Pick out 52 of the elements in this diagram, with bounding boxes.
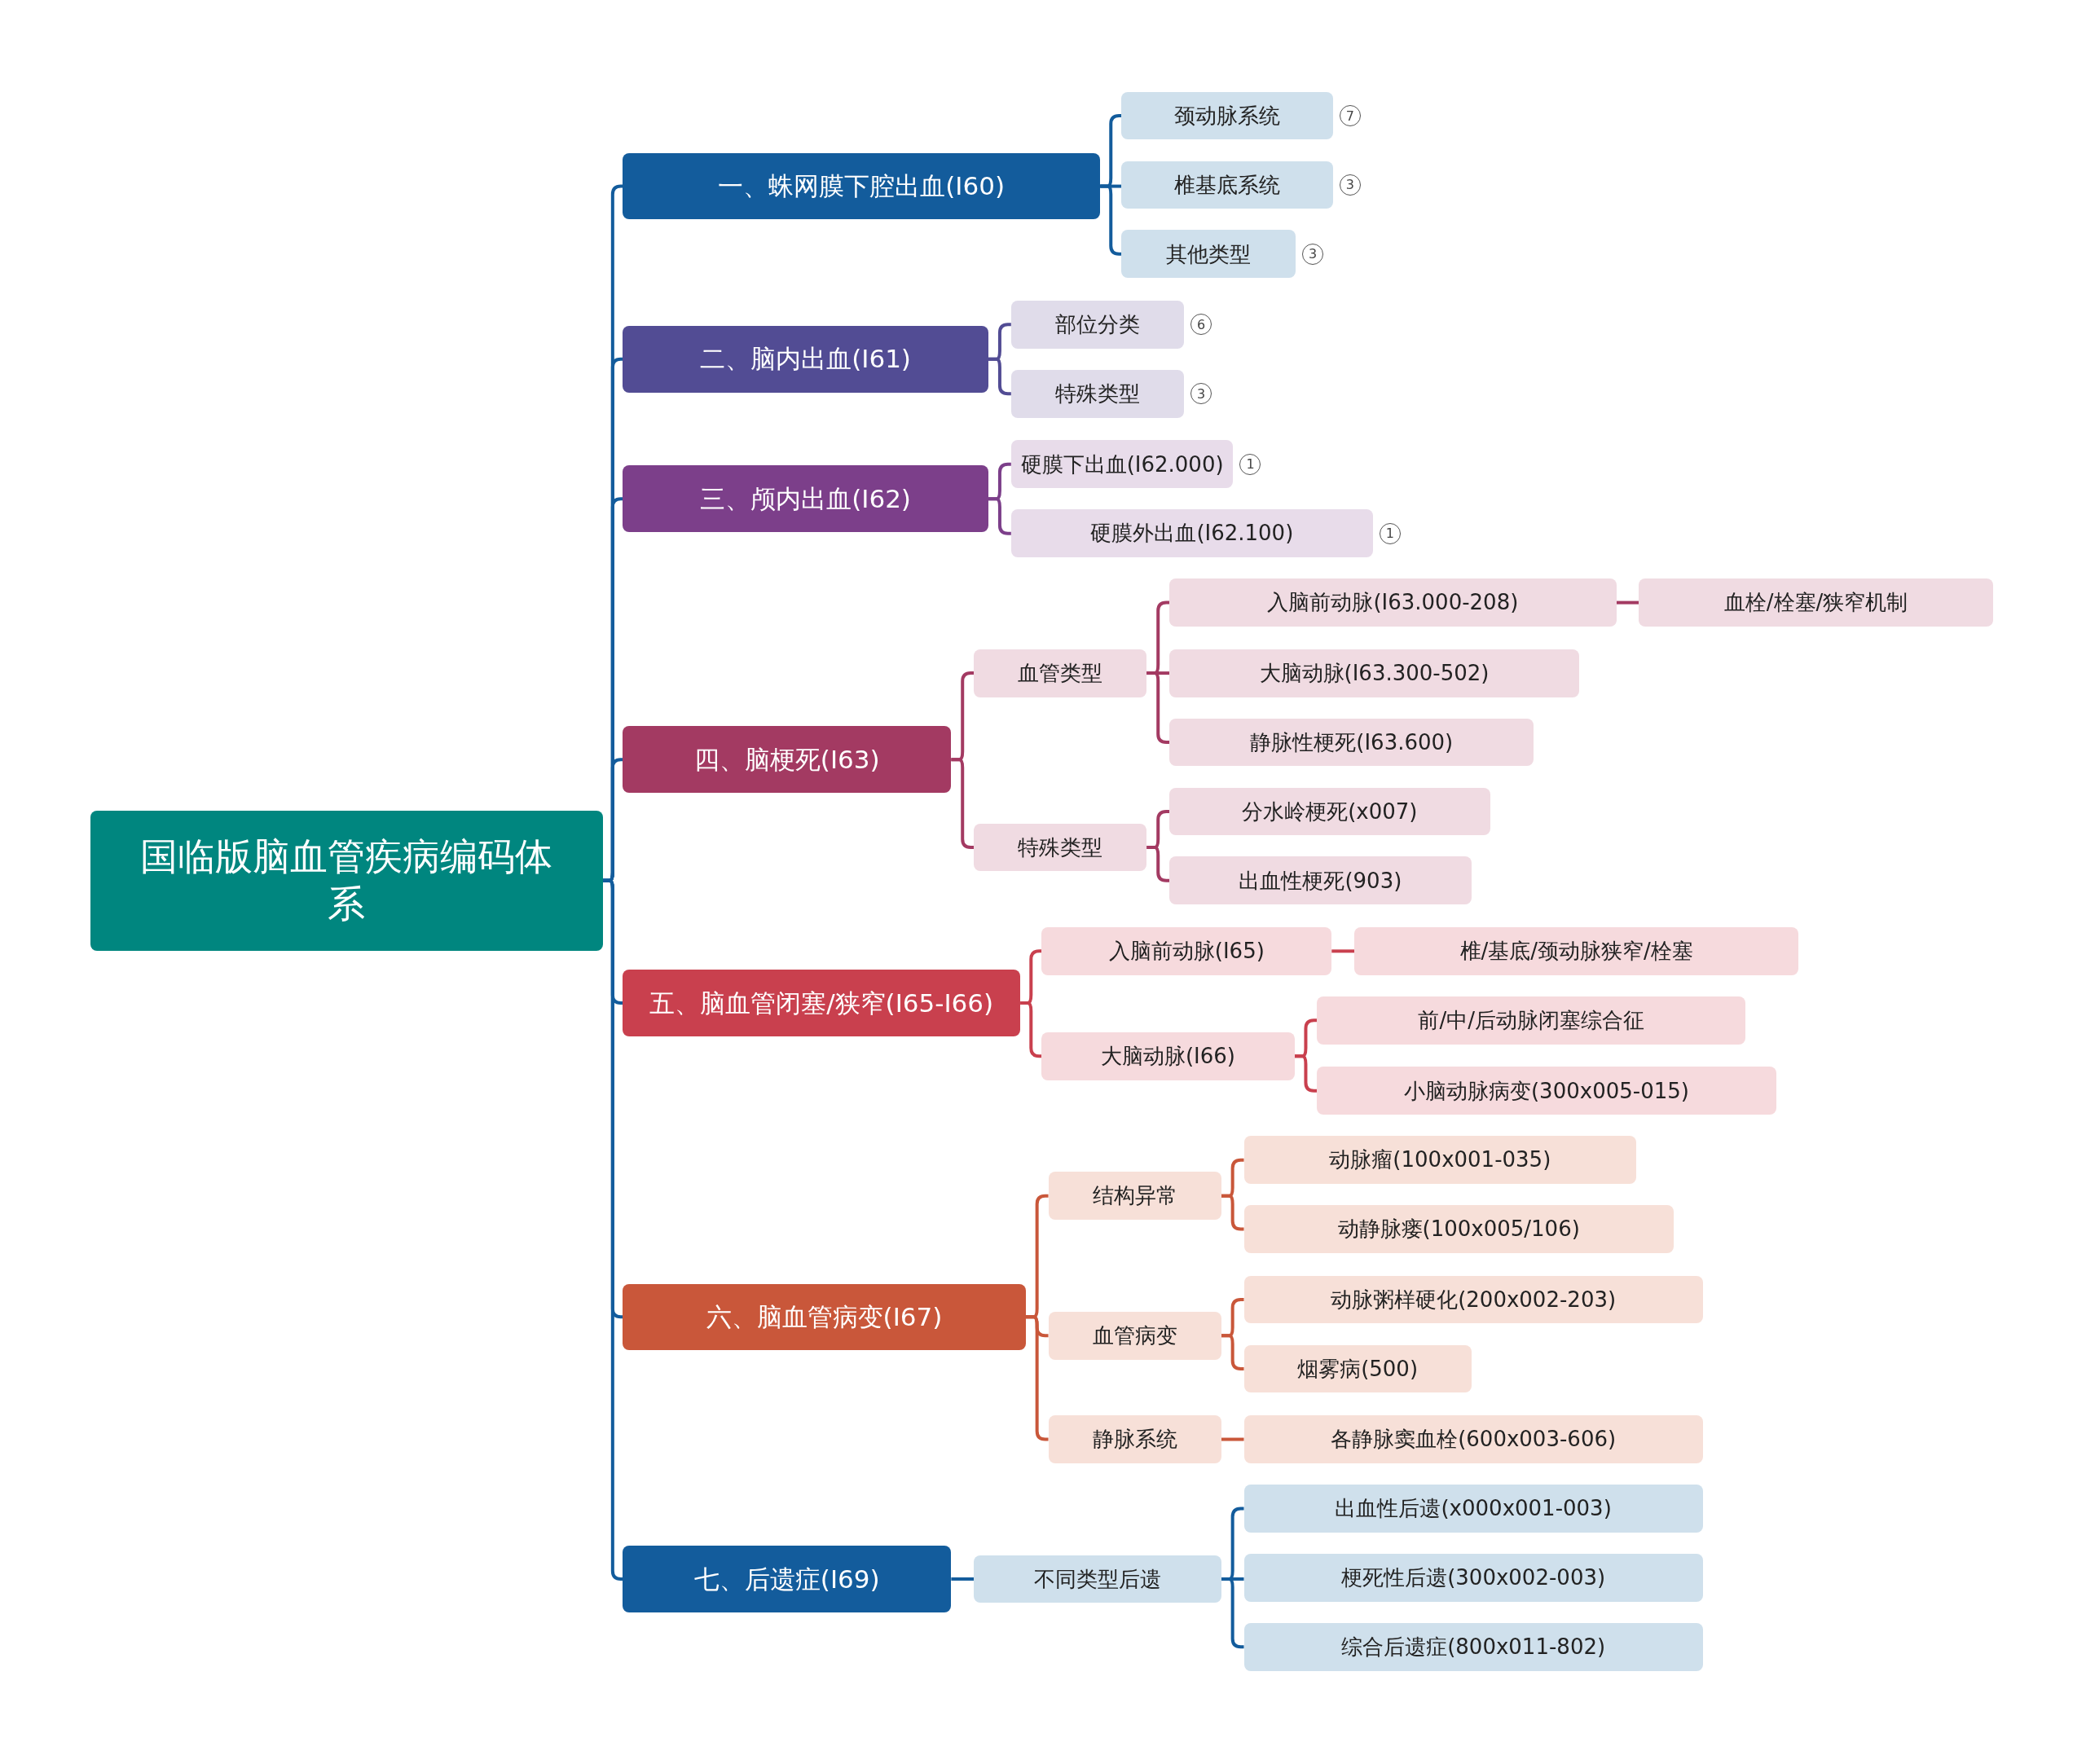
subtopic-box: 特殊类型 [1010,369,1185,418]
subtopic-box: 前/中/后动脉闭塞综合征 [1317,996,1745,1045]
subtopic-box: 分水岭梗死(x007) [1169,787,1490,836]
subtopic-box: 硬膜外出血(I62.100) [1010,509,1373,558]
root-topic-box: 国临版脑血管疾病编码体系 [90,811,603,951]
subtopic-box: 硬膜下出血(I62.000) [1010,440,1234,489]
main-topic-box: 七、后遗症(I69) [623,1546,952,1612]
subtopic-box: 颈动脉系统 [1121,91,1333,140]
subtopic-box: 特殊类型 [974,823,1147,872]
connector-line [602,878,623,1581]
subtopic-box: 结构异常 [1048,1172,1221,1221]
connector-line [1146,846,1170,882]
connector-line [1331,949,1355,953]
subtopic-box: 不同类型后遗 [974,1555,1221,1603]
subtopic-box: 各静脉窦血栓(600x003-606) [1243,1415,1703,1463]
main-topic-box: 三、颅内出血(I62) [623,465,989,533]
connector-line [1221,1437,1244,1441]
subtopic-box: 大脑动脉(I66) [1041,1032,1295,1080]
subtopic-box: 动脉瘤(100x001-035) [1243,1136,1637,1185]
main-topic-box: 四、脑梗死(I63) [623,726,952,794]
subtopic-box: 小脑动脉病变(300x005-015) [1317,1067,1776,1115]
subtopic-box: 综合后遗症(800x011-802) [1243,1622,1703,1671]
subtopic-box: 部位分类 [1010,300,1185,349]
connector-line [988,497,1011,535]
connector-line [1221,1194,1244,1231]
subtopic-box: 出血性梗死(903) [1169,856,1472,905]
connector-line [1294,1054,1318,1093]
main-topic-box: 五、脑血管闭塞/狭窄(I65-I66) [623,970,1021,1036]
connector-line [1221,1334,1244,1370]
subtopic-box: 血管病变 [1048,1311,1221,1360]
connector-line [1616,600,1639,605]
connector-line [1020,1001,1042,1058]
subtopic-box: 入脑前动脉(I65) [1041,926,1332,975]
subtopic-box: 静脉性梗死(I63.600) [1169,718,1534,767]
subtopic-box: 静脉系统 [1048,1415,1221,1463]
subtopic-box: 梗死性后遗(300x002-003) [1243,1553,1703,1602]
subtopic-box: 烟雾病(500) [1243,1344,1472,1393]
subtopic-box: 椎/基底/颈动脉狭窄/栓塞 [1354,926,1799,975]
subtopic-box: 血栓/栓塞/狭窄机制 [1639,578,1993,627]
subtopic-box: 动脉粥样硬化(200x002-203) [1243,1275,1703,1324]
subtopic-box: 大脑动脉(I63.300-502) [1169,649,1579,697]
subtopic-box: 其他类型 [1121,230,1296,279]
subtopic-box: 出血性后遗(x000x001-003) [1243,1485,1703,1533]
subtopic-box: 入脑前动脉(I63.000-208) [1169,578,1617,627]
main-topic-box: 一、蛛网膜下腔出血(I60) [623,152,1101,220]
connector-line [988,357,1011,396]
main-topic-box: 六、脑血管病变(I67) [623,1283,1026,1351]
main-topic-box: 二、脑内出血(I61) [623,326,989,393]
connector-line [951,1577,975,1581]
subtopic-box: 椎基底系统 [1121,161,1333,209]
subtopic-box: 血管类型 [974,649,1147,697]
subtopic-box: 动静脉瘘(100x005/106) [1243,1205,1674,1253]
